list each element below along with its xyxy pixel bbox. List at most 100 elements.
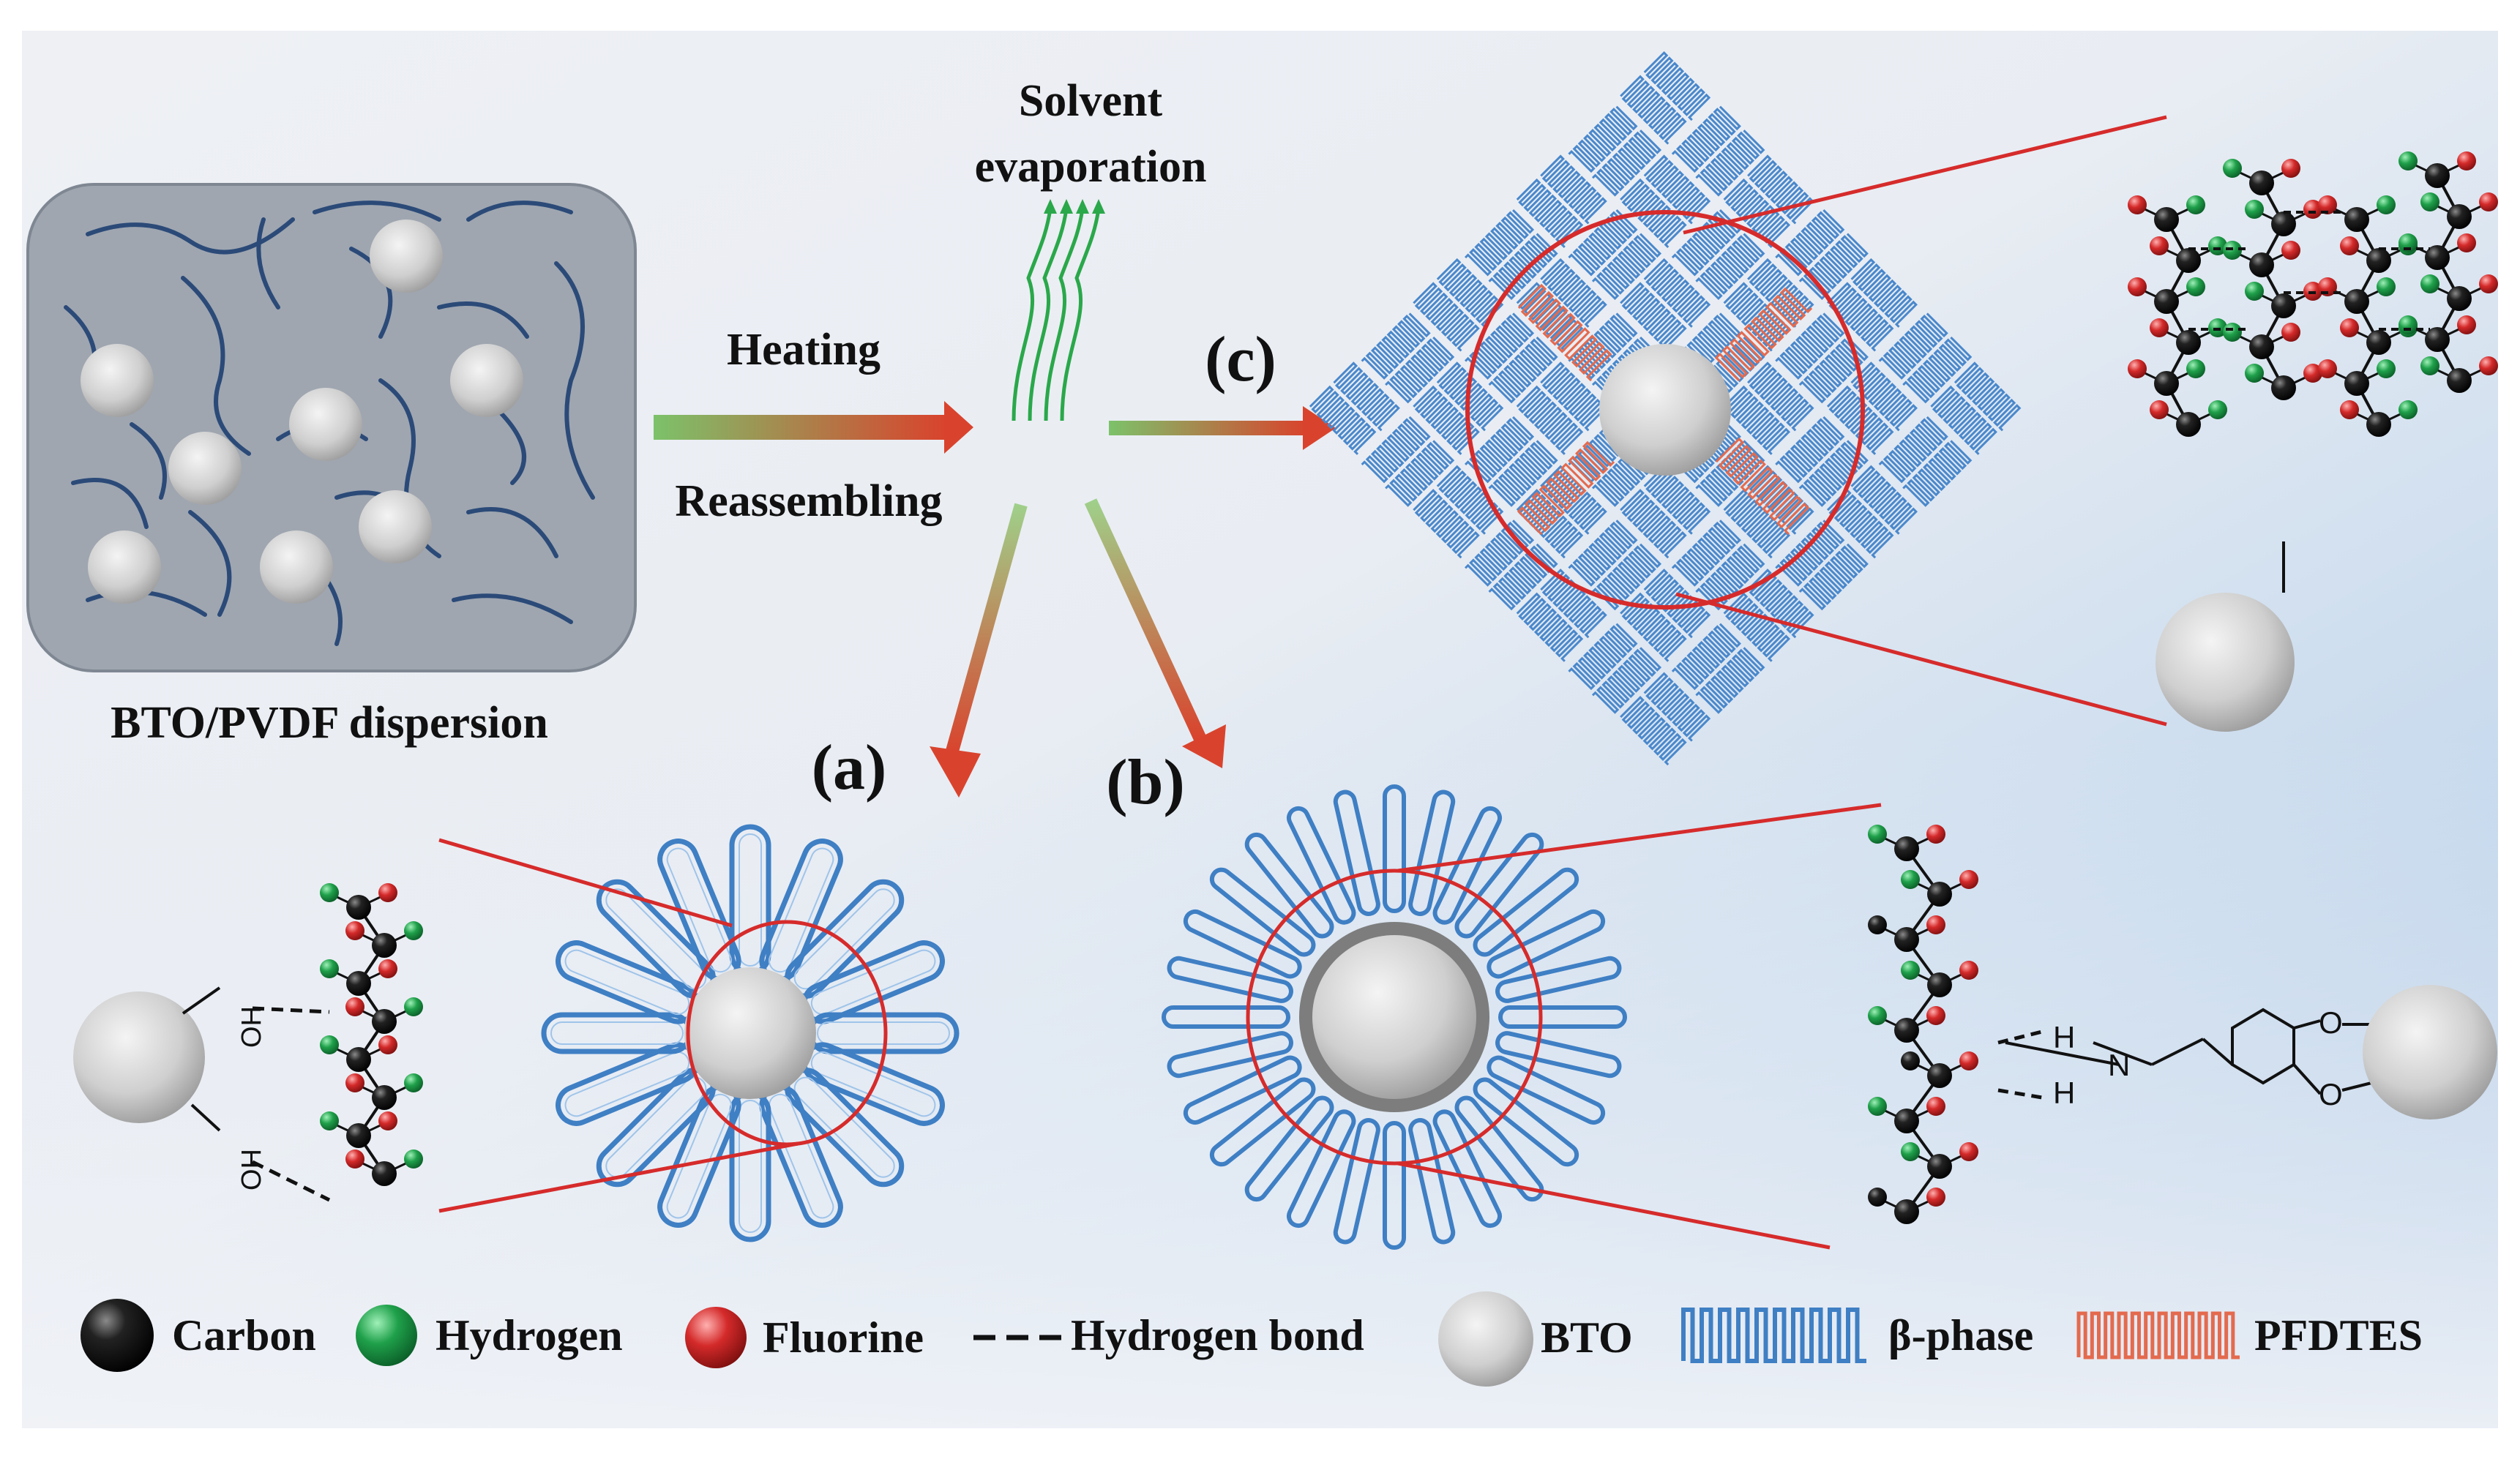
zoom-line-b-top: [1397, 803, 1882, 873]
carbon-atom: [346, 971, 371, 996]
hydrogen-atom: [404, 1073, 423, 1092]
lamella: [1850, 465, 1918, 535]
pfdtes-block: [1714, 287, 1813, 382]
oh-label-bottom: HO: [235, 1149, 266, 1190]
lamella-block: [1620, 672, 1711, 766]
lamella-outer: [1454, 1095, 1544, 1202]
hydrogen-atom: [320, 1035, 339, 1054]
lamella-arm: [1333, 789, 1380, 916]
carbon-atom: [346, 1123, 371, 1148]
lamella: [1747, 258, 1814, 328]
lamella: [1488, 440, 1558, 507]
polymer-chain: [181, 276, 251, 456]
amine-n: N: [2108, 1048, 2130, 1082]
lamella: [1902, 336, 1973, 404]
oh-label-top: HO: [235, 1006, 266, 1048]
hydrogen-atom: [320, 959, 339, 978]
polymer-chain: [554, 261, 595, 500]
fluorine-atom: [2457, 233, 2476, 252]
carbon-atom: [1894, 927, 1919, 952]
evaporation-arrows: [1012, 199, 1105, 421]
lamella-arm: [1162, 1005, 1290, 1029]
lamella: [1643, 50, 1711, 121]
legend-bto-icon: [1438, 1291, 1533, 1387]
carbon-atom: [2344, 289, 2369, 314]
lamella-arm: [1244, 832, 1334, 939]
carbon-atom: [346, 1047, 371, 1072]
polymer-chain: [71, 478, 149, 529]
lamella: [1775, 312, 1845, 380]
lamella-block: [1671, 623, 1765, 714]
carbon-atom: [2366, 248, 2391, 273]
carbon-atom: [1894, 1199, 1919, 1224]
hydrogen-bond: [1997, 1088, 2043, 1100]
panel-b-bto: [1312, 935, 1476, 1099]
hydrogen-atom: [2420, 356, 2439, 375]
hydrogen-atom: [2245, 200, 2264, 219]
hydrogen-atom: [2223, 159, 2242, 178]
lamella-arm: [1167, 956, 1293, 1003]
lamella-inner: [564, 949, 690, 1016]
lamella-outer: [1487, 909, 1606, 979]
pfdtes-segments: [1517, 283, 1813, 536]
lamella-outer: [1487, 1055, 1606, 1125]
fluorine-atom: [2318, 359, 2337, 378]
lamella-outer: [1333, 789, 1380, 916]
fluorine-atom: [1926, 1097, 1945, 1116]
hydrogen-atom: [1901, 1142, 1920, 1161]
heating-label: Heating: [727, 325, 880, 375]
zoom-line-c-bottom: [1675, 592, 2167, 727]
fluorine-atom: [2303, 200, 2322, 219]
carbon-atom: [1927, 972, 1952, 997]
lamella-outer: [1244, 1095, 1334, 1202]
fluorine-atom: [2128, 277, 2147, 296]
legend-fluorine-icon: [685, 1307, 747, 1368]
catechol-o-top: O: [2319, 1005, 2343, 1040]
lamella: [1413, 489, 1480, 559]
lamella-outer: [1286, 1109, 1356, 1229]
lamella-block: [1775, 520, 1869, 611]
polymer-chain: [452, 593, 573, 624]
carbon-atom: [2366, 330, 2391, 355]
carbon-atom: [2425, 327, 2450, 352]
hydrogen-atom: [2208, 400, 2227, 419]
bto-particle: [88, 530, 161, 604]
fluorine-atom: [1959, 1142, 1978, 1161]
hydrogen-atom: [320, 883, 339, 902]
lamella-arm: [1495, 1031, 1622, 1079]
panel-b-lamellae: [1162, 784, 1627, 1250]
lamella-block: [1878, 416, 1973, 507]
lamella-arm: [1408, 789, 1456, 916]
lamella-arm: [1473, 867, 1579, 957]
molecule-b: [1868, 825, 2043, 1224]
lamella: [1850, 258, 1918, 328]
lamella: [1516, 592, 1584, 662]
lamella-block: [1671, 416, 1765, 507]
lamella: [1747, 361, 1814, 432]
lamella-outer: [1495, 1031, 1622, 1079]
lamella: [1671, 209, 1741, 277]
lamella-outer: [1209, 867, 1316, 957]
bto-particle: [289, 388, 362, 461]
carbon-atom: [1868, 1188, 1887, 1207]
hydrogen-atom: [2377, 277, 2396, 296]
carbon-atom: [372, 1161, 397, 1186]
lamella: [1620, 696, 1687, 766]
fluorine-atom: [2128, 359, 2147, 378]
lamella-block: [1930, 361, 2022, 455]
lamella: [1516, 385, 1584, 455]
carbon-atom: [2344, 371, 2369, 396]
zoom-line-b-bottom: [1397, 1161, 1831, 1250]
lamella-block: [1671, 105, 1765, 197]
fluorine-atom: [2303, 364, 2322, 383]
hydrogen-atom: [1901, 870, 1920, 889]
fluorine-atom: [2128, 195, 2147, 214]
carbon-atom: [2176, 248, 2201, 273]
lamella-arm: [1432, 1109, 1503, 1229]
legend-pfdtes-label: PFDTES: [2254, 1311, 2423, 1359]
zoom-line-a-top: [438, 838, 733, 928]
fluorine-atom: [1926, 915, 1945, 934]
molecule-c-bto: [2156, 593, 2295, 732]
carbon-atom: [2447, 286, 2472, 311]
